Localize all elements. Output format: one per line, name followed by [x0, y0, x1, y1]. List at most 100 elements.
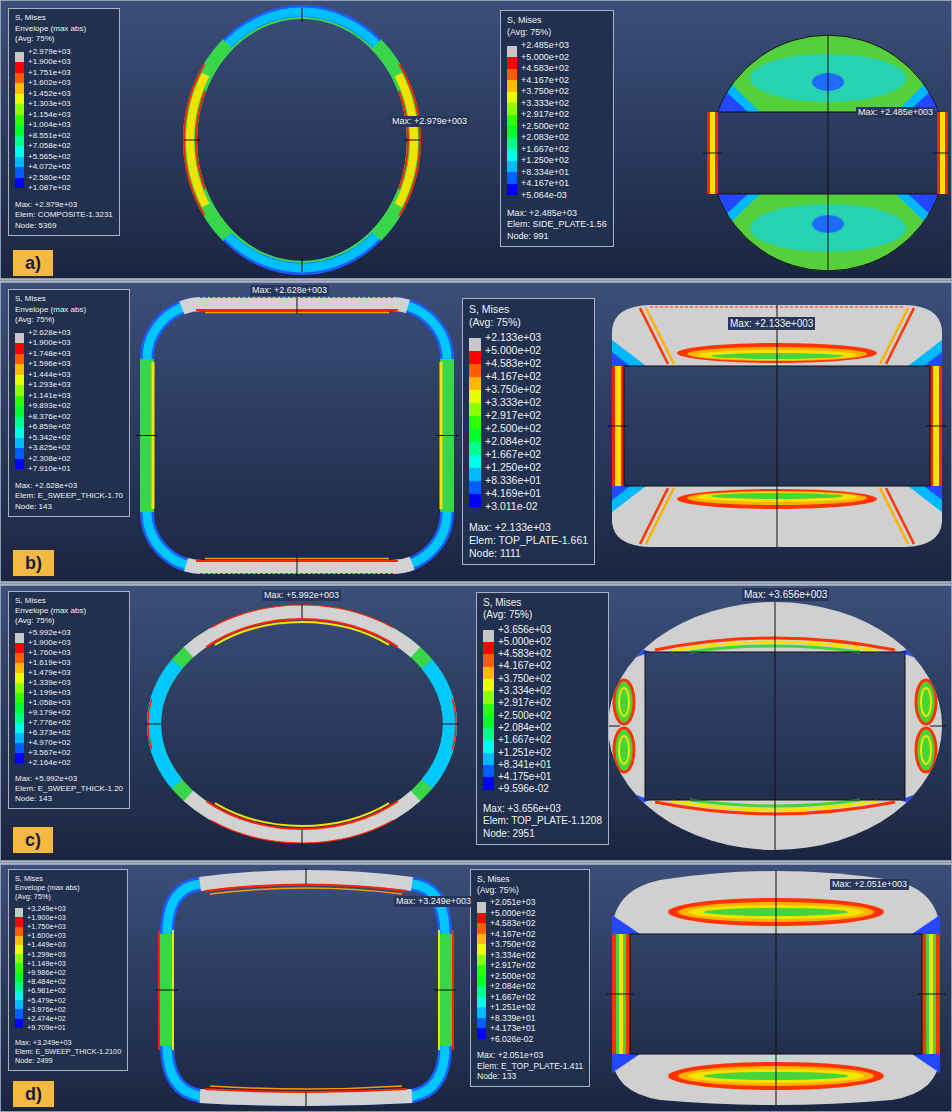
- legend-row: +4.173e+01: [477, 1023, 583, 1034]
- legend-value: +2.474e+02: [27, 1014, 66, 1023]
- legend-value: +2.500e+02: [485, 422, 541, 434]
- max-info: Node: 5369: [15, 221, 113, 232]
- legend-row: +4.175e+01: [483, 771, 602, 783]
- legend-value: +4.167e+02: [498, 660, 551, 671]
- legend-row: +1.303e+03: [15, 99, 113, 110]
- legend-title: S, Mises: [507, 15, 607, 27]
- color-swatch: [15, 375, 24, 386]
- legend-row: +1.900e+03: [15, 913, 121, 922]
- legend-row: +1.900e+03: [15, 57, 113, 68]
- legend-scale: +2.628e+03+1.900e+03+1.748e+03+1.596e+03…: [15, 328, 123, 475]
- legend-row: +2.500e+02: [469, 422, 588, 435]
- legend-row: +3.011e-02: [469, 500, 588, 513]
- max-label: Max: +3.656e+003: [742, 588, 829, 601]
- legend-value: +1.251e+02: [490, 1002, 535, 1012]
- legend-row: +6.373e+02: [15, 728, 123, 738]
- legend-title: S, Mises: [15, 874, 121, 883]
- legend-value: +1.900e+03: [28, 638, 71, 647]
- legend-row: +1.250e+02: [469, 461, 588, 474]
- legend-value: +4.167e+02: [485, 370, 541, 382]
- color-swatch: [15, 354, 24, 365]
- legend-row: +9.893e+02: [15, 401, 123, 412]
- legend-row: +3.656e+03: [483, 624, 602, 636]
- color-swatch: [477, 934, 486, 945]
- color-swatch: [483, 765, 494, 777]
- legend-value: +5.565e+02: [28, 152, 71, 161]
- legend-value: +5.000e+02: [485, 344, 541, 356]
- max-label: Max: +2.133e+003: [728, 317, 815, 330]
- legend-row: +1.602e+03: [15, 78, 113, 89]
- color-swatch: [483, 740, 494, 752]
- color-swatch: [15, 973, 23, 982]
- legend-value: +1.299e+03: [27, 950, 66, 959]
- legend-row: +4.970e+02: [15, 738, 123, 748]
- legend-value: +2.917e+02: [485, 409, 541, 421]
- legend-value: +1.900e+03: [27, 913, 66, 922]
- color-swatch: [507, 80, 517, 92]
- color-swatch: [477, 965, 486, 976]
- legend-row: +2.500e+02: [483, 710, 602, 722]
- color-swatch: [15, 936, 23, 945]
- legend-value: +2.500e+02: [498, 710, 551, 721]
- legend-row: +2.628e+03: [15, 328, 123, 339]
- color-swatch: [15, 417, 24, 428]
- legend-row: +4.169e+01: [469, 487, 588, 500]
- color-swatch: [469, 390, 481, 403]
- legend-value: +9.179e+02: [28, 708, 71, 717]
- legend-info: Max: +2.051e+03Elem: E_TOP_PLATE-1.411No…: [477, 1050, 583, 1082]
- legend-row: +9.709e+01: [15, 1023, 121, 1032]
- legend-value: +5.000e+02: [521, 52, 569, 62]
- color-swatch: [15, 52, 24, 63]
- color-swatch: [15, 733, 24, 743]
- legend-row: +5.342e+02: [15, 433, 123, 444]
- legend-value: +1.303e+03: [28, 99, 71, 108]
- color-swatch: [483, 691, 494, 703]
- legend-value: +4.167e+02: [490, 929, 535, 939]
- legend-row: +1.751e+03: [15, 68, 113, 79]
- legend-value: +7.058e+02: [28, 141, 71, 150]
- legend-value: +1.250e+02: [521, 155, 569, 165]
- color-swatch: [477, 986, 486, 997]
- legend-row: +2.084e+02: [483, 722, 602, 734]
- color-swatch: [15, 146, 24, 157]
- legend-row: +7.058e+02: [15, 141, 113, 152]
- legend-value: +2.917e+02: [498, 697, 551, 708]
- legend-row: +5.565e+02: [15, 152, 113, 163]
- color-swatch: [483, 728, 494, 740]
- legend-row: +1.251e+02: [483, 747, 602, 759]
- legend-row: +7.776e+02: [15, 718, 123, 728]
- legend-title: S, Mises: [15, 13, 113, 24]
- legend-row: +4.167e+02: [469, 370, 588, 383]
- color-swatch: [507, 172, 517, 184]
- legend-row: +2.500e+02: [507, 121, 607, 133]
- max-info: Node: 143: [15, 502, 123, 513]
- legend-value: +3.249e+03: [27, 904, 66, 913]
- legend-value: +2.485e+03: [521, 40, 569, 50]
- color-swatch: [15, 703, 24, 713]
- max-label: Max: +2.628e+003: [250, 285, 329, 296]
- max-info: Node: 143: [15, 794, 123, 804]
- legend-row: +1.250e+02: [507, 155, 607, 167]
- legend-value: +1.600e+03: [27, 931, 66, 940]
- legend-row: +4.072e+02: [15, 162, 113, 173]
- panel-letter-text: c): [25, 830, 41, 850]
- legend-info: Max: +2.979e+03Elem: COMPOSITE-1.3231Nod…: [15, 200, 113, 232]
- legend-value: +1.251e+02: [498, 747, 551, 758]
- legend-row: +1.339e+03: [15, 678, 123, 688]
- color-swatch: [469, 338, 481, 351]
- legend-value: +2.084e+02: [498, 722, 551, 733]
- legend-row: +1.452e+03: [15, 89, 113, 100]
- legend-value: +8.484e+02: [27, 977, 66, 986]
- legend-value: +9.986e+02: [27, 968, 66, 977]
- legend-row: +4.167e+01: [507, 178, 607, 190]
- legend-row: +5.000e+02: [483, 636, 602, 648]
- legend-box: S, Mises(Avg: 75%)+3.656e+03+5.000e+02+4…: [476, 592, 609, 845]
- color-swatch: [15, 1009, 23, 1018]
- legend-row: +1.141e+03: [15, 391, 123, 402]
- legend-row: +1.149e+03: [15, 959, 121, 968]
- legend-row: +2.917e+02: [483, 697, 602, 709]
- legend-value: +5.000e+02: [498, 636, 551, 647]
- legend-row: +2.051e+03: [477, 897, 583, 908]
- legend-value: +4.173e+01: [490, 1023, 535, 1033]
- legend-row: +1.251e+02: [477, 1002, 583, 1013]
